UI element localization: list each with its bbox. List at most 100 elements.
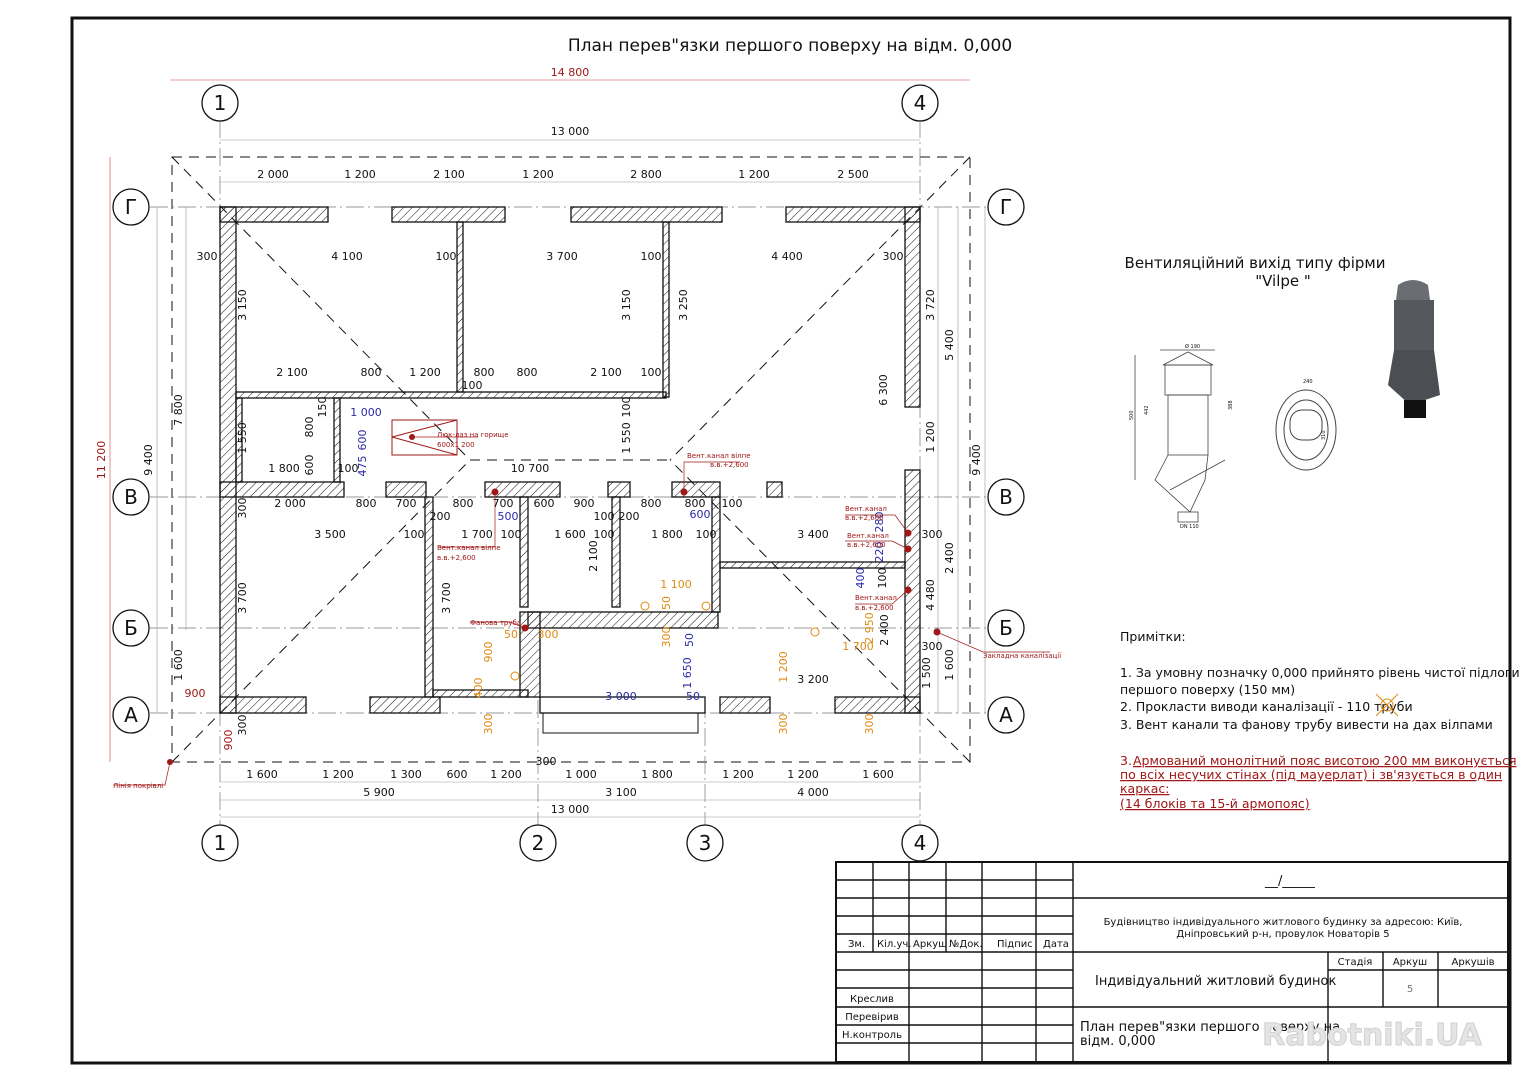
dimension-label: 2 100: [587, 540, 600, 572]
dimension-label: 300: [863, 714, 876, 735]
note-3: 3. Вент канали та фанову трубу вивести н…: [1120, 717, 1493, 732]
dimension-label: 700: [493, 497, 514, 510]
dimension-label: 4 000: [797, 786, 829, 799]
product-dim-w: 240: [1303, 379, 1313, 385]
page-title: План перев"язки першого поверху на відм.…: [568, 36, 1012, 56]
notes: Примітки: 1. За умовну позначку 0,000 пр…: [1120, 629, 1520, 811]
sheet-header: Аркуш: [1393, 957, 1427, 968]
dimension-label: 300: [922, 640, 943, 653]
dimension-label: 1 800: [651, 528, 683, 541]
role-drawn: Креслив: [850, 994, 894, 1005]
sewer-label: Закладна каналізації: [983, 652, 1061, 660]
dimension-label: 400: [854, 568, 867, 589]
notes-heading: Примітки:: [1120, 629, 1186, 644]
dimension-label: 1 700: [461, 528, 493, 541]
dimension-label: 220: [873, 542, 886, 563]
col-kil: Кіл.уч.: [877, 938, 911, 950]
dimension-label: 14 800: [551, 66, 590, 79]
product-dim-dn: DN 110: [1180, 524, 1199, 530]
sewer-outlet-icon: [1375, 693, 1399, 717]
dimension-label: 50: [660, 596, 673, 610]
dimension-label: 1 200: [322, 768, 354, 781]
sheet-number: 5: [1407, 984, 1413, 995]
dimension-label: 300: [883, 250, 904, 263]
dimension-label: 200: [430, 510, 451, 523]
dimension-label: 300: [197, 250, 218, 263]
dimension-label: 3 700: [546, 250, 578, 263]
dimension-label: 280: [873, 512, 886, 533]
note-1: 1. За умовну позначку 0,000 прийнято рів…: [1120, 665, 1520, 680]
axis-bubble: [519, 824, 557, 862]
dimension-label: 100: [436, 250, 457, 263]
dimension-label: 5 400: [943, 329, 956, 361]
vent-label: Вент.канал вілпе: [687, 452, 751, 460]
dimension-label: 1 550: [236, 422, 249, 454]
dimension-label: 2 100: [276, 366, 308, 379]
vent-level: в.в.+2,600: [847, 541, 886, 549]
dimension-label: 100: [696, 528, 717, 541]
col-signature: Підпис: [997, 938, 1033, 950]
axis-label: В: [999, 485, 1013, 509]
walls: [219, 206, 921, 714]
dimension-label: 800: [453, 497, 474, 510]
dimension-label: 300: [777, 714, 790, 735]
col-doc: №Док.: [949, 939, 983, 950]
dimension-label: 100: [594, 510, 615, 523]
product-base-view: [1275, 389, 1337, 471]
note-4: Армований монолітний пояс висотою 200 мм…: [1133, 753, 1516, 768]
roof-outline: [171, 156, 971, 763]
axis-bubble: [987, 478, 1025, 516]
drawing-title: План перев"язки першого поверху на: [1080, 1020, 1340, 1035]
vent-level: в.в.+2,600: [845, 514, 884, 522]
dimension-label: 300: [660, 627, 673, 648]
dimension-label: 800: [361, 366, 382, 379]
hatch-size: 600x1 200: [437, 441, 475, 449]
dimension-label: 800: [303, 417, 316, 438]
dimension-label: 300: [922, 528, 943, 541]
dimension-lines: [109, 79, 986, 818]
attic-hatch-mark: [391, 419, 458, 456]
project-address: Дніпровський р-н, провулок Новаторів 5: [1176, 928, 1389, 940]
dimension-label: 9 400: [970, 444, 983, 476]
dimension-label: 1 600: [862, 768, 894, 781]
dimension-label: 3 200: [797, 673, 829, 686]
dimension-label: 10 700: [511, 462, 550, 475]
dimension-label: 900: [482, 642, 495, 663]
dimension-label: 800: [641, 497, 662, 510]
dimension-label: 1 800: [268, 462, 300, 475]
dimension-label: 3 700: [236, 582, 249, 614]
dimension-label: 3 100: [605, 786, 637, 799]
dimension-label: 1 700: [842, 640, 874, 653]
product-dim-d: Ø 190: [1185, 343, 1200, 350]
sheets-header: Аркушів: [1452, 956, 1495, 968]
dimension-label: 300: [236, 498, 249, 519]
axis-bubble: [987, 609, 1025, 647]
dimension-label: 300: [536, 755, 557, 768]
dimension-label: 2 500: [837, 168, 869, 181]
dimension-label: 900: [185, 687, 206, 700]
dimension-label: 5 900: [363, 786, 395, 799]
dimension-label: 3 250: [677, 289, 690, 321]
col-arkush: Аркуш: [913, 939, 947, 950]
dimension-label: 7 800: [172, 394, 185, 426]
role-norm-control: Н.контроль: [842, 1030, 902, 1041]
stage-header: Стадія: [1338, 956, 1373, 968]
dimension-label: 1 800: [641, 768, 673, 781]
note-1-cont: першого поверху (150 мм): [1120, 682, 1295, 697]
dimension-label: 9 400: [142, 444, 155, 476]
vent-level: в.в.+2,600: [437, 554, 476, 562]
dimension-label: 100: [338, 462, 359, 475]
dimension-label: 1 200: [777, 651, 790, 683]
role-checked: Перевірив: [845, 1011, 899, 1023]
dimension-label: 2 000: [257, 168, 289, 181]
vent-label: Вент.канал: [855, 594, 897, 602]
dimension-label: 2 400: [878, 614, 891, 646]
dimension-label: 2 800: [630, 168, 662, 181]
dimension-label: 300: [236, 715, 249, 736]
axis-label: 4: [914, 91, 927, 115]
dimension-label: 900: [222, 730, 235, 751]
dimension-label: 900: [574, 497, 595, 510]
dimension-label: 50: [504, 628, 518, 641]
dimension-label: 50: [683, 633, 696, 647]
